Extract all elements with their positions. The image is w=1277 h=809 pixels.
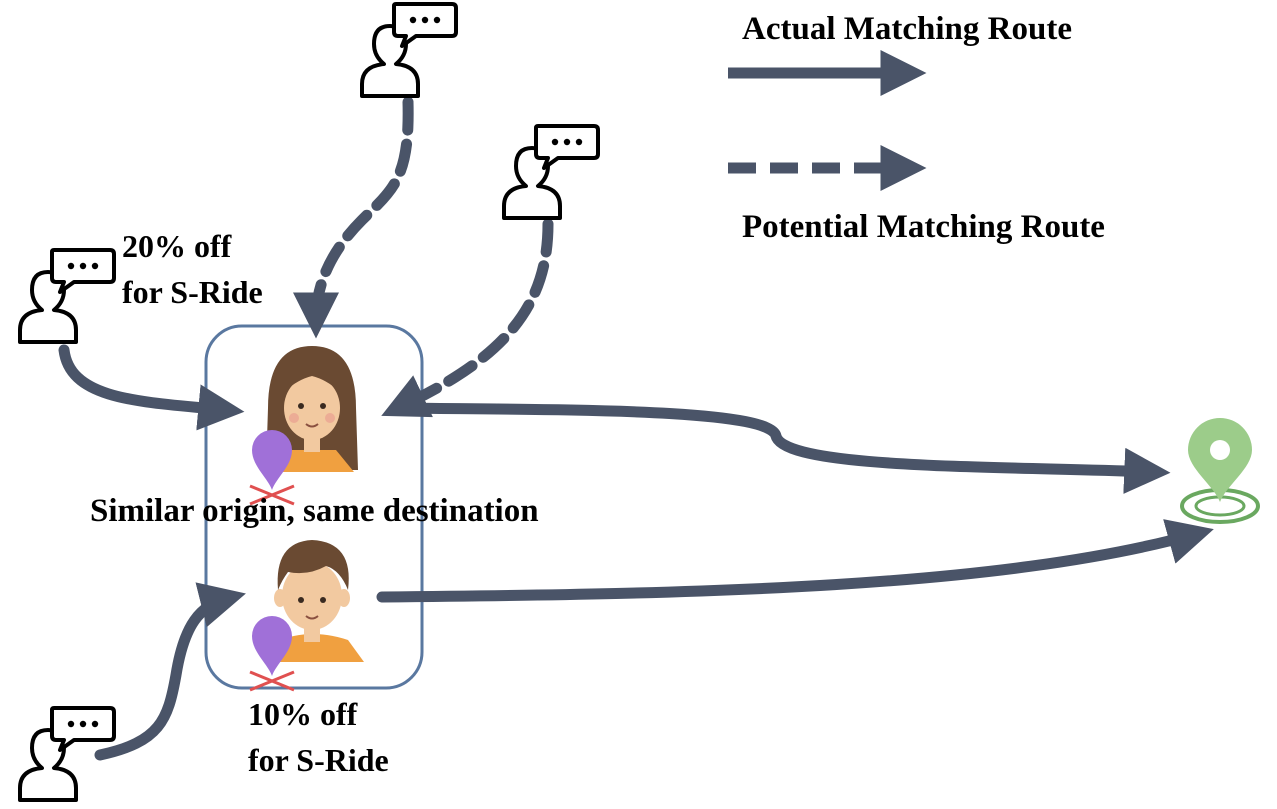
- legend-potential-label: Potential Matching Route: [742, 209, 1105, 245]
- route-left-to-woman: [58, 344, 245, 431]
- legend: [728, 49, 927, 192]
- route-woman-to-destination: [392, 402, 1171, 494]
- destination-pin-icon: [1180, 418, 1260, 524]
- route-man-to-destination: [376, 519, 1214, 603]
- man-avatar: [266, 540, 364, 662]
- group-caption: Similar origin, same destination: [90, 493, 539, 529]
- legend-actual-label: Actual Matching Route: [742, 11, 1072, 47]
- discount-bottom-line1: 10% off: [248, 696, 358, 732]
- route-bottom-to-man: [94, 582, 246, 761]
- discount-bottom-line2: for S-Ride: [248, 742, 389, 778]
- user-chat-icon: [18, 248, 116, 344]
- routes: [58, 96, 1214, 761]
- discount-top-line1: 20% off: [122, 228, 232, 264]
- route-dashed-top: [292, 96, 414, 339]
- user-chat-icon: [502, 124, 600, 220]
- user-chat-icon: [360, 2, 458, 98]
- woman-avatar: [266, 346, 358, 472]
- discount-top-line2: for S-Ride: [122, 274, 263, 310]
- route-dashed-right: [381, 218, 554, 418]
